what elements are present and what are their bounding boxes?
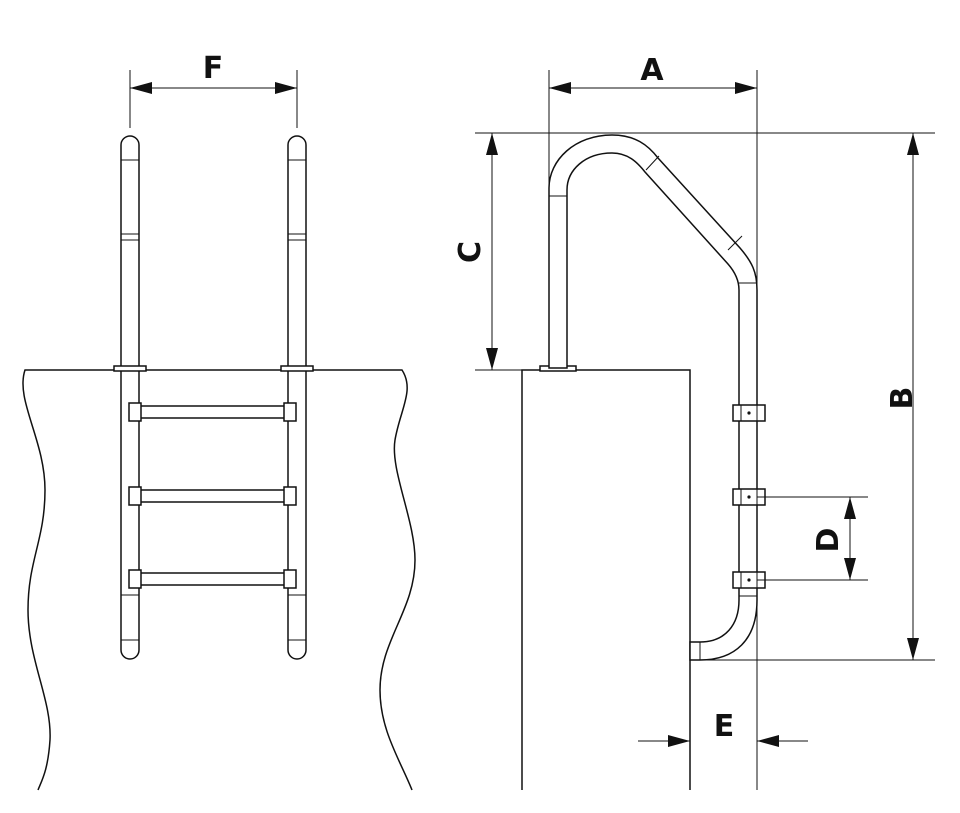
front-wall-outline <box>22 369 416 791</box>
dimension-label-c: C <box>453 241 488 263</box>
left-rail <box>113 135 147 660</box>
dimension-label-b: B <box>885 387 920 410</box>
side-handrail <box>548 134 758 661</box>
front-view: F <box>22 51 416 791</box>
side-view: A C B D <box>453 53 935 790</box>
dimension-b: B <box>690 133 935 661</box>
dimension-d: D <box>757 496 868 581</box>
right-rail <box>280 135 314 660</box>
dimension-label-e: E <box>714 709 735 744</box>
front-step-3 <box>128 569 297 589</box>
front-step-2 <box>128 486 297 506</box>
dimension-f: F <box>129 51 298 128</box>
front-step-1 <box>128 402 297 422</box>
dimension-label-d: D <box>811 528 846 553</box>
dimension-label-f: F <box>203 51 224 86</box>
dimension-e: E <box>638 709 808 747</box>
side-step-1 <box>732 404 766 422</box>
side-wall <box>521 369 691 790</box>
dimension-label-a: A <box>640 53 664 88</box>
dimension-c: C <box>453 132 935 371</box>
dimension-a: A <box>548 53 758 790</box>
